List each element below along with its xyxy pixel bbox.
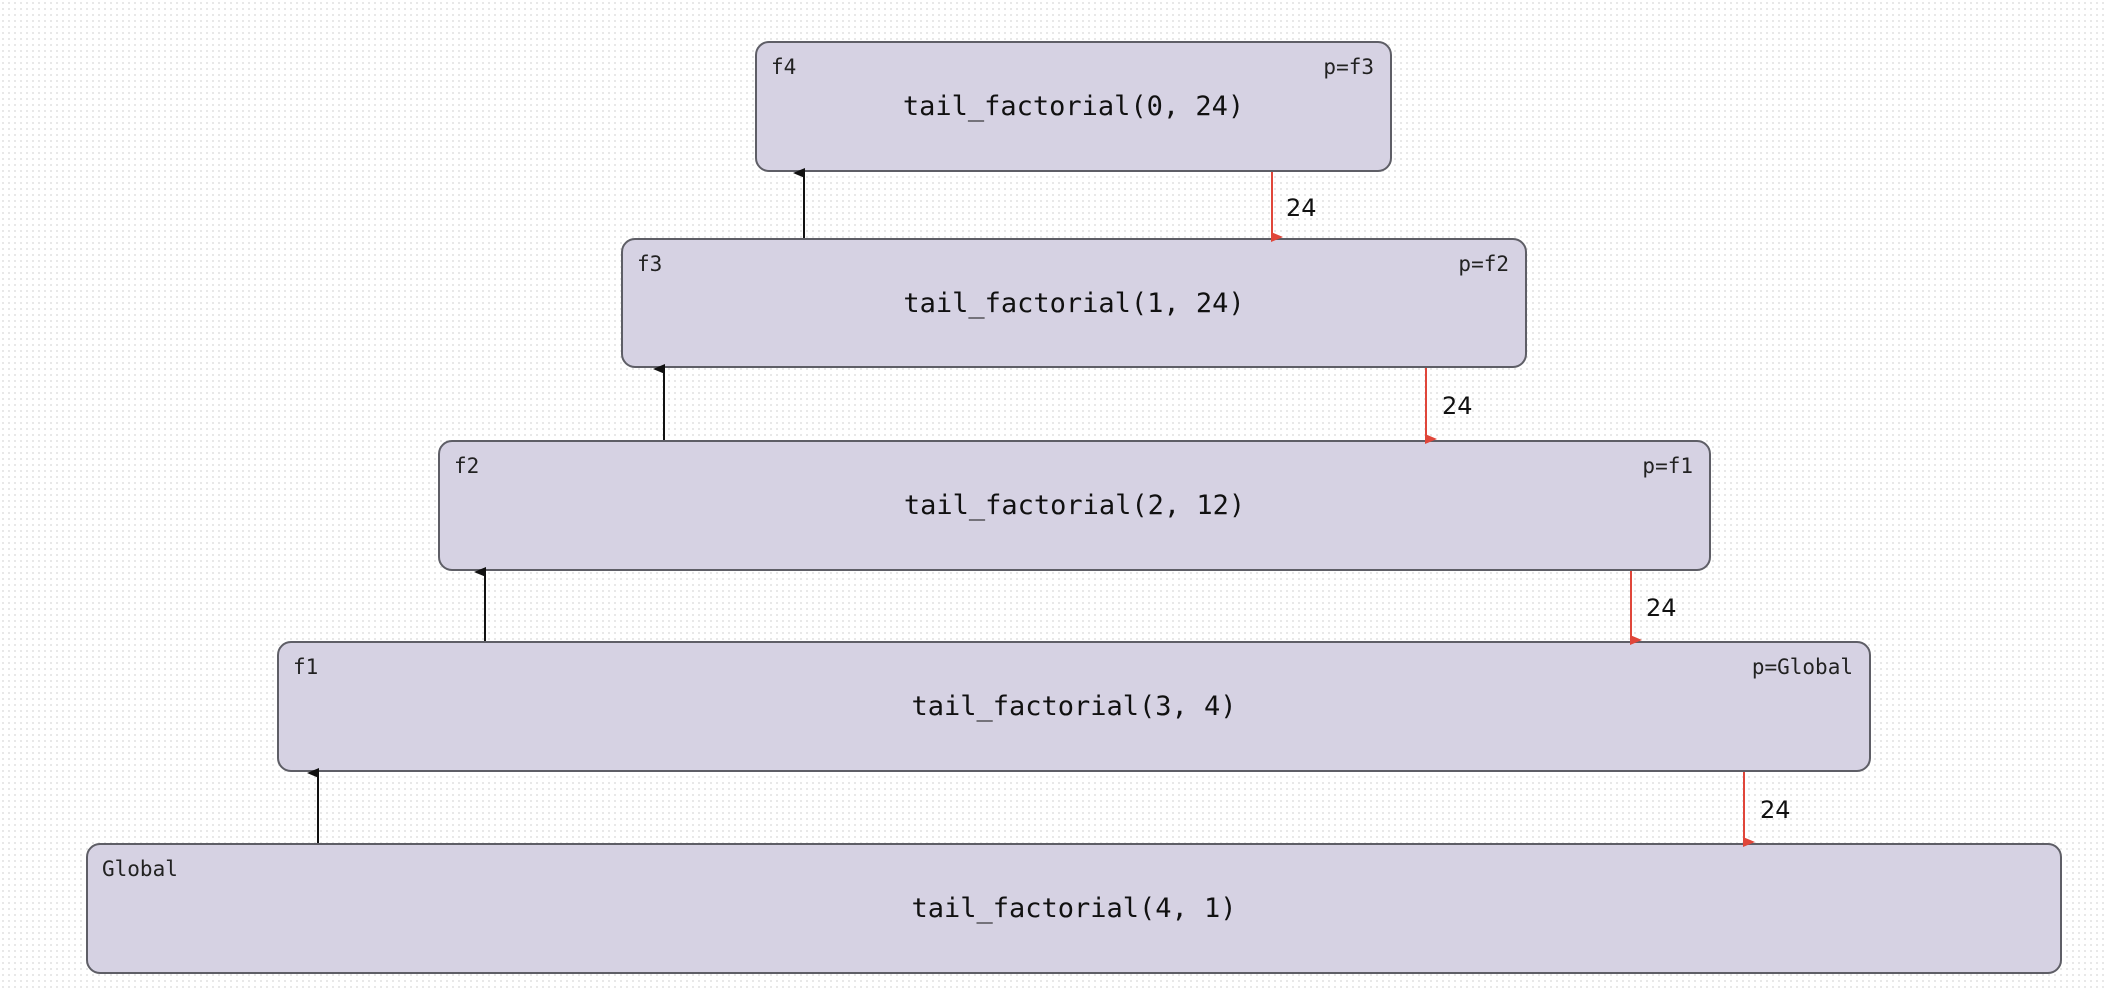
frame-f2: f2 p=f1 tail_factorial(2, 12): [438, 440, 1711, 571]
return-value-label: 24: [1442, 392, 1473, 420]
frame-id: f2: [454, 454, 480, 478]
frame-id: f4: [771, 55, 797, 79]
frame-call: tail_factorial(4, 1): [911, 893, 1237, 924]
return-arrow-f1-to-global: 24: [1743, 772, 1791, 847]
frame-parent: p=f1: [1642, 454, 1693, 478]
frame-global: Global tail_factorial(4, 1): [86, 843, 2062, 974]
frame-id: f1: [293, 655, 319, 679]
frame-parent: p=f2: [1458, 252, 1509, 276]
frame-call: tail_factorial(3, 4): [911, 691, 1237, 722]
return-arrow-f2-to-f1: 24: [1630, 571, 1677, 645]
frame-f3: f3 p=f2 tail_factorial(1, 24): [621, 238, 1527, 368]
frame-id: Global: [102, 857, 178, 881]
frame-call: tail_factorial(2, 12): [903, 490, 1246, 521]
return-value-label: 24: [1286, 194, 1317, 222]
return-value-label: 24: [1646, 594, 1677, 622]
frame-f1: f1 p=Global tail_factorial(3, 4): [277, 641, 1871, 772]
return-value-label: 24: [1760, 796, 1791, 824]
return-arrow-f3-to-f2: 24: [1425, 368, 1473, 444]
frame-parent: p=Global: [1751, 655, 1853, 679]
frame-parent: p=f3: [1323, 55, 1374, 79]
return-arrow-f4-to-f3: 24: [1271, 172, 1317, 242]
frame-f4: f4 p=f3 tail_factorial(0, 24): [755, 41, 1392, 172]
frame-id: f3: [637, 252, 663, 276]
frame-call: tail_factorial(0, 24): [902, 91, 1245, 122]
frame-call: tail_factorial(1, 24): [903, 288, 1245, 319]
